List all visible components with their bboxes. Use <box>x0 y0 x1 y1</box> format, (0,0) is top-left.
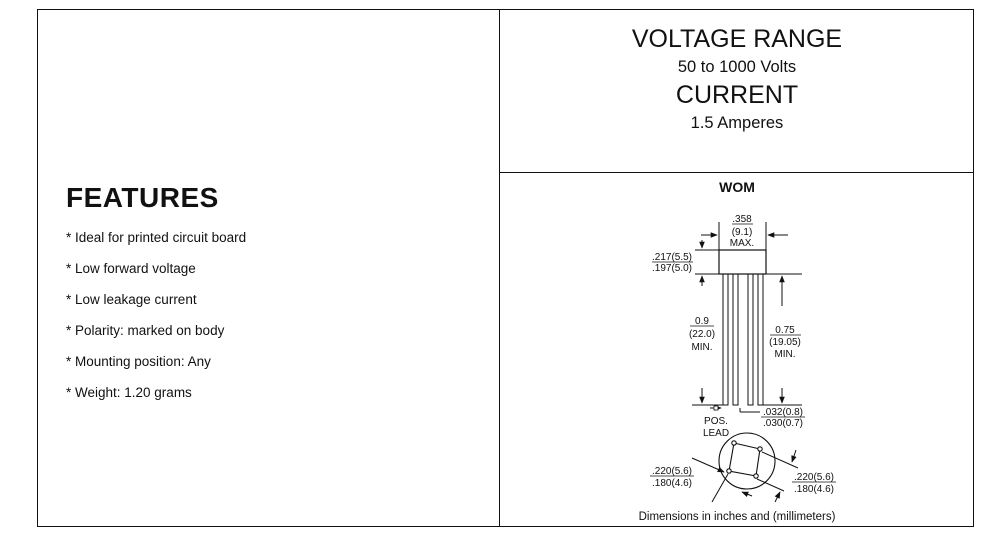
lead-diameter-min: .030(0.7) <box>763 418 803 429</box>
feature-item: * Polarity: marked on body <box>66 323 225 338</box>
body-height-dimension <box>695 240 719 286</box>
feature-item: * Low leakage current <box>66 292 197 307</box>
features-list: * Ideal for printed circuit board * Low … <box>66 229 246 415</box>
pos-lead-label: POS. <box>704 416 728 427</box>
horizontal-divider <box>499 172 974 173</box>
feature-item: * Weight: 1.20 grams <box>66 385 192 400</box>
feature-item: * Mounting position: Any <box>66 354 211 369</box>
lead-length-left-dimension <box>692 388 724 406</box>
package-name: WOM <box>719 179 755 195</box>
lead-diameter-max: .032(0.8) <box>763 407 803 418</box>
pos-lead-marker <box>713 405 719 411</box>
current-heading: CURRENT <box>675 81 799 109</box>
feature-item: * Low forward voltage <box>66 261 196 276</box>
body-width-mm: (9.1) <box>732 227 753 238</box>
body-height-min: .197(5.0) <box>652 263 692 274</box>
body-width-dimension <box>701 222 788 250</box>
component-leads <box>722 273 764 406</box>
lead-spacing-right-min: .180(4.6) <box>794 484 834 495</box>
body-height-max: .217(5.5) <box>652 252 692 263</box>
lead-length-left-min: MIN. <box>691 342 712 353</box>
datasheet-frame <box>37 9 974 527</box>
body-width-max: MAX. <box>730 238 754 249</box>
lead-length-left-mm: (22.0) <box>689 329 715 340</box>
dimensions-caption: Dimensions in inches and (millimeters) <box>638 511 836 523</box>
feature-item: * Ideal for printed circuit board <box>66 230 247 245</box>
package-outline-drawing: .358 (9.1) MAX. .217(5.5) .197(5.0) 0.9 … <box>650 214 836 503</box>
lead-length-right-in: 0.75 <box>775 325 795 336</box>
lead-spacing-dimension <box>691 449 799 503</box>
lead-length-left-in: 0.9 <box>695 316 709 327</box>
lead-length-right-dimension <box>763 273 802 406</box>
features-heading: FEATURES <box>66 182 219 213</box>
lead-spacing-right-max: .220(5.6) <box>794 472 834 483</box>
lead-spacing-left-max: .220(5.6) <box>652 466 692 477</box>
bottom-view <box>718 432 776 490</box>
voltage-range-value: 50 to 1000 Volts <box>677 58 797 76</box>
pos-lead-label-2: LEAD <box>703 428 729 439</box>
body-width-in: .358 <box>732 214 752 225</box>
current-value: 1.5 Amperes <box>690 114 784 132</box>
component-body <box>718 249 767 275</box>
ratings-panel: VOLTAGE RANGE 50 to 1000 Volts CURRENT 1… <box>500 24 974 136</box>
lead-spacing-left-min: .180(4.6) <box>652 478 692 489</box>
vertical-divider <box>499 9 500 527</box>
voltage-range-heading: VOLTAGE RANGE <box>631 25 843 53</box>
lead-length-right-min: MIN. <box>774 349 795 360</box>
lead-length-right-mm: (19.05) <box>769 337 801 348</box>
